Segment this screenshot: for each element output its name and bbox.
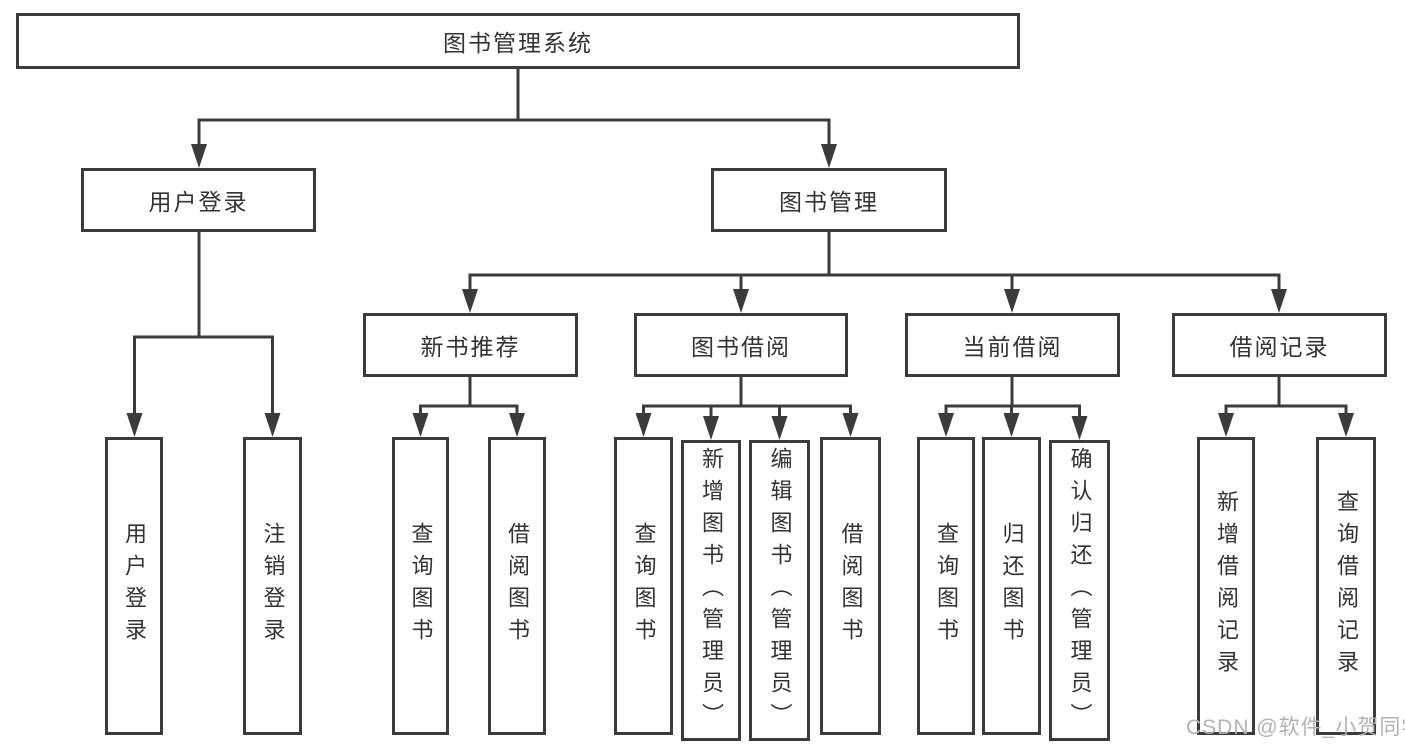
leaf-return-book-label: 归还图书 (999, 522, 1025, 650)
leaf-borrow-book: 借阅图书 (820, 437, 881, 735)
leaf-confirm-return-admin: 确认归还（管理员） (1049, 440, 1110, 741)
leaf-query-borrow-record-label: 查询借阅记录 (1334, 490, 1359, 682)
node-current-borrow-label: 当前借阅 (962, 334, 1063, 360)
leaf-current-query: 查询图书 (917, 437, 975, 735)
leaf-logout: 注销登录 (243, 437, 302, 735)
node-borrow-record: 借阅记录 (1172, 313, 1387, 377)
leaf-return-book: 归还图书 (982, 437, 1041, 735)
leaf-borrow-query-label: 查询图书 (631, 522, 657, 650)
leaf-newbook-borrow: 借阅图书 (488, 437, 546, 735)
leaf-current-query-label: 查询图书 (934, 522, 959, 650)
leaf-confirm-return-admin-label: 确认归还（管理员） (1067, 446, 1093, 735)
leaf-newbook-query-label: 查询图书 (408, 522, 434, 650)
leaf-borrow-add-admin-label: 新增图书（管理员） (699, 446, 724, 735)
node-new-book-recommend: 新书推荐 (363, 313, 578, 377)
leaf-query-borrow-record: 查询借阅记录 (1316, 437, 1376, 735)
node-root-label: 图书管理系统 (443, 30, 593, 56)
node-borrow-record-label: 借阅记录 (1229, 334, 1330, 360)
leaf-borrow-add-admin: 新增图书（管理员） (681, 440, 741, 741)
node-book-borrow: 图书借阅 (634, 313, 848, 377)
leaf-newbook-query: 查询图书 (392, 437, 449, 735)
leaf-add-borrow-record-label: 新增借阅记录 (1214, 490, 1239, 682)
csdn-watermark: CSDN @软件_小贺同学 (1186, 716, 1405, 739)
node-user-login: 用户登录 (81, 168, 316, 232)
node-user-login-label: 用户登录 (148, 189, 249, 215)
leaf-add-borrow-record: 新增借阅记录 (1197, 437, 1255, 735)
node-book-manage-label: 图书管理 (779, 189, 879, 215)
leaf-borrow-edit-admin: 编辑图书（管理员） (749, 440, 810, 741)
node-root: 图书管理系统 (16, 13, 1020, 69)
node-book-manage: 图书管理 (711, 168, 947, 232)
leaf-newbook-borrow-label: 借阅图书 (505, 522, 530, 650)
leaf-user-login: 用户登录 (105, 437, 163, 735)
leaf-borrow-edit-admin-label: 编辑图书（管理员） (767, 446, 793, 735)
node-current-borrow: 当前借阅 (905, 313, 1120, 377)
leaf-borrow-book-label: 借阅图书 (838, 522, 864, 650)
leaf-user-login-label: 用户登录 (122, 522, 147, 650)
node-new-book-recommend-label: 新书推荐 (420, 334, 521, 360)
leaf-borrow-query: 查询图书 (614, 437, 673, 735)
leaf-logout-label: 注销登录 (260, 522, 286, 650)
node-book-borrow-label: 图书借阅 (691, 334, 791, 360)
